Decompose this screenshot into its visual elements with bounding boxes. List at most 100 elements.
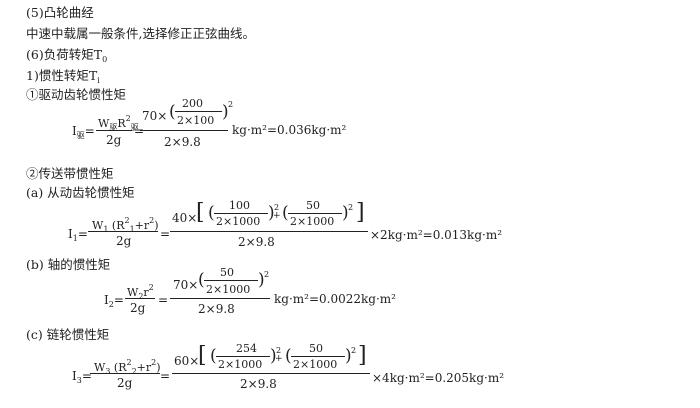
eq3-den2: 2×9.8 <box>198 302 235 316</box>
shaft-title: (b) 轴的惯性矩 <box>26 257 111 272</box>
eq2-r-sup: 2 <box>149 216 155 225</box>
eq3-equals2: = <box>158 293 169 307</box>
eq4-r-sup: 2 <box>151 358 157 367</box>
eq2-frac-bar <box>88 231 158 232</box>
eq1-I-sub: 驱 <box>76 131 85 140</box>
eq4-R-sub: 2 <box>131 367 137 376</box>
eq1-main-bar <box>140 130 228 131</box>
eq2-t1-exp: 2 <box>274 203 280 212</box>
eq3-W-sub: 2 <box>138 292 144 301</box>
eq1-W: W <box>98 117 110 130</box>
eq2-I: I <box>68 227 73 241</box>
eq3-inner-bar <box>204 280 258 281</box>
sprocket-title: (c) 链轮惯性矩 <box>26 327 110 342</box>
eq2-t1-num: 100 <box>229 199 250 212</box>
eq1-exp: 2 <box>228 100 234 109</box>
eq1-R: R <box>117 117 126 130</box>
eq4-I: I <box>72 369 77 383</box>
eq4-close: ) <box>156 361 161 374</box>
eq4-t1-paren-right: ) <box>270 346 277 366</box>
eq4-den2: 2×9.8 <box>240 377 277 391</box>
eq4-den: 2g <box>117 376 133 390</box>
eq4-equals: = <box>81 369 92 383</box>
eq2-t1-paren-left: ( <box>208 203 215 223</box>
eq4-main-bar <box>172 373 370 374</box>
eq3-equals: = <box>113 293 124 307</box>
eq3-I: I <box>104 293 109 307</box>
eq1-R-sup: 2 <box>125 114 131 123</box>
eq4-equals2: = <box>160 369 171 383</box>
eq2-W-sub: 1 <box>103 225 109 234</box>
eq4-t2-den: 2×1000 <box>293 358 338 371</box>
eq3-inner-num: 50 <box>220 266 234 279</box>
eq2-plus: + <box>273 211 281 221</box>
eq1-W-sub: 驱 <box>109 123 118 132</box>
inertia-symbol: T <box>88 68 98 83</box>
eq1-frac-bar <box>96 130 132 131</box>
eq2-den: 2g <box>116 234 132 248</box>
eq3-coef: 70× <box>173 278 199 292</box>
eq2-t2-paren-right: ) <box>342 203 349 223</box>
eq1-equals2: = <box>134 124 145 138</box>
eq3-result: kg·m²=0.0022kg·m² <box>274 292 396 306</box>
section5-heading: (5)凸轮曲经 <box>26 5 94 20</box>
eq2-t1-paren-right: ) <box>268 203 275 223</box>
eq1-coef: 70× <box>142 109 168 123</box>
eq3-exp: 2 <box>264 270 270 279</box>
eq1-inner-num: 200 <box>182 97 203 110</box>
eq2-coef: 40× <box>172 211 198 225</box>
eq4-coef: 60× <box>174 354 200 368</box>
eq4-t2-num: 50 <box>309 342 323 355</box>
eq1-inner-den: 2×100 <box>177 114 215 127</box>
eq2-t1-bar <box>214 213 268 214</box>
driven-gear-title: (a) 从动齿轮惯性矩 <box>26 185 135 200</box>
eq1-equals: = <box>84 124 95 138</box>
eq4-frac-bar <box>90 373 160 374</box>
eq4-W: W <box>94 361 106 374</box>
eq3-I-sub: 2 <box>108 300 114 309</box>
eq1-num: W驱R2驱 <box>98 112 139 134</box>
section5-text: 中速中载属一般条件,选择修正正弦曲线。 <box>26 26 255 41</box>
eq1-inner-bar <box>175 111 222 112</box>
eq3-inner-den: 2×1000 <box>206 283 251 296</box>
drive-gear-title: ①驱动齿轮惯性矩 <box>26 87 127 102</box>
eq4-t2-paren-right: ) <box>345 346 352 366</box>
eq2-t2-num: 50 <box>306 199 320 212</box>
eq2-R-sup: 2 <box>124 216 130 225</box>
eq2-W: W <box>92 219 104 232</box>
eq4-t2-exp: 2 <box>351 346 357 355</box>
eq4-t1-paren-left: ( <box>210 346 217 366</box>
eq4-t2-bar <box>291 356 345 357</box>
eq4-lhs: I3= <box>72 370 92 387</box>
eq4-bracket-left: [ <box>198 343 207 368</box>
eq3-num: W2r2 <box>127 281 154 303</box>
eq2-close: ) <box>154 219 159 232</box>
eq2-equals2: = <box>160 227 171 241</box>
eq3-lhs: I2= <box>104 294 124 311</box>
eq4-R: (R <box>113 361 127 374</box>
inertia-heading-text: 1)惯性转矩 <box>26 68 89 83</box>
eq2-equals: = <box>77 227 88 241</box>
inertia-heading: 1)惯性转矩Ti <box>26 69 100 88</box>
eq4-num: W3 (R22+r2) <box>94 356 161 378</box>
eq2-R-sub: 1 <box>129 225 135 234</box>
eq1-paren-right: ) <box>222 102 229 122</box>
eq2-bracket-right: ] <box>356 200 365 225</box>
eq2-lhs: I1= <box>68 228 88 245</box>
eq4-t1-exp: 2 <box>276 346 282 355</box>
eq2-r: +r <box>134 219 150 232</box>
eq2-main-bar <box>170 231 368 232</box>
eq3-den: 2g <box>130 301 146 315</box>
section6-symbol: T <box>93 47 103 62</box>
eq1-den: 2g <box>106 133 122 147</box>
eq2-result: ×2kg·m²=0.013kg·m² <box>370 228 503 242</box>
eq4-t1-den: 2×1000 <box>218 358 263 371</box>
eq4-R-sup: 2 <box>126 358 132 367</box>
eq4-plus: + <box>275 354 283 364</box>
eq3-paren-right: ) <box>258 270 265 290</box>
eq4-t1-bar <box>216 356 270 357</box>
eq1-I: I <box>72 124 77 138</box>
eq2-I-sub: 1 <box>72 234 78 243</box>
eq2-t2-bar <box>288 213 342 214</box>
section6-symbol-sub: 0 <box>102 55 108 64</box>
